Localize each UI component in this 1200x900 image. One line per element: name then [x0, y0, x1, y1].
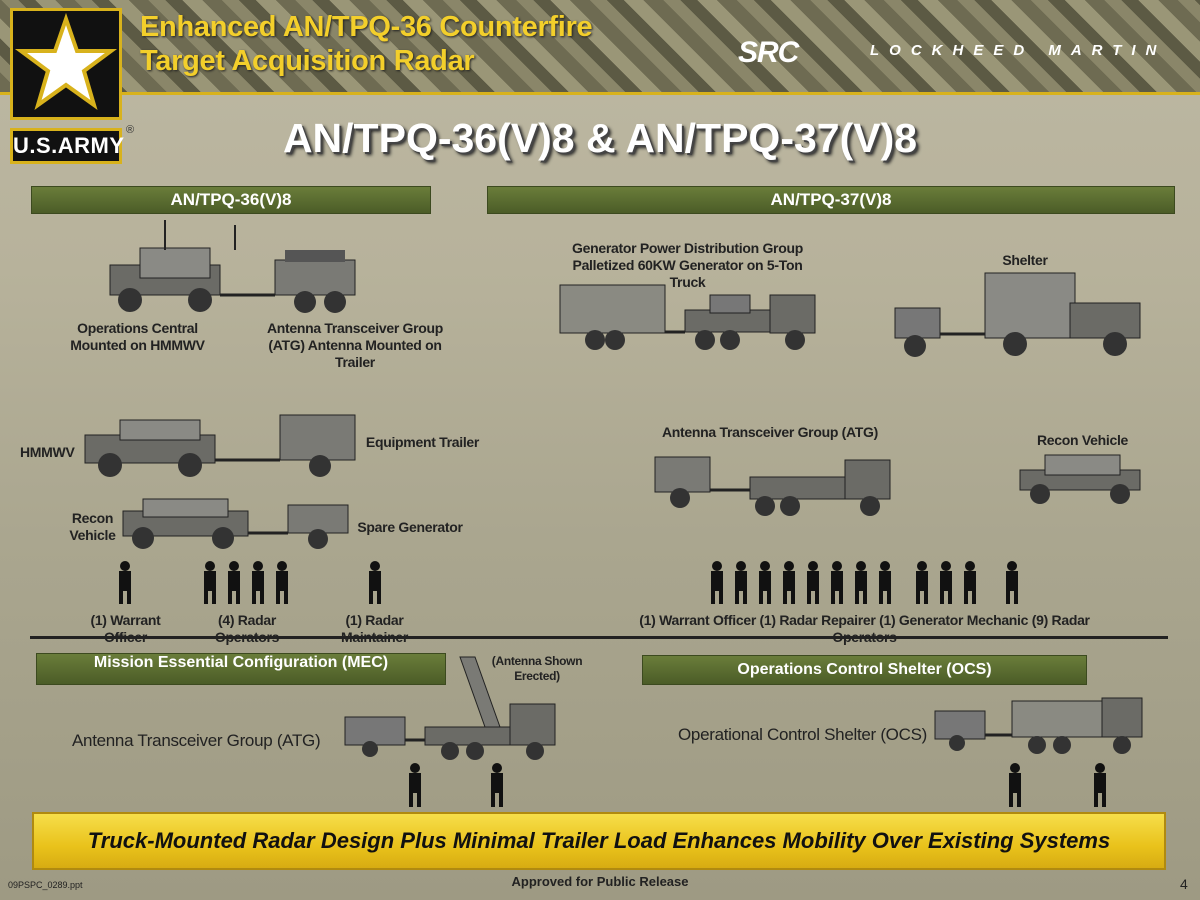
crew-radar-maintainer: (1) Radar Maintainer [340, 612, 408, 645]
label-shelter: Shelter [1002, 252, 1048, 268]
band-ocs: Operations Control Shelter (OCS) [642, 655, 1087, 685]
page-number: 4 [1180, 876, 1188, 892]
soldier-icons-right [711, 561, 1018, 604]
section-divider [30, 636, 1168, 639]
summary-banner: Truck-Mounted Radar Design Plus Minimal … [32, 812, 1166, 870]
slide-header-title: Enhanced AN/TPQ-36 Counterfire Target Ac… [140, 10, 660, 78]
army-star-logo [10, 8, 122, 120]
label-hmmwv: HMMWV [20, 444, 75, 460]
label-equipment-trailer: Equipment Trailer [365, 434, 480, 450]
camo-header [0, 0, 1200, 92]
title-line-1: Enhanced AN/TPQ-36 Counterfire [140, 11, 593, 43]
label-atg-trailer: Antenna Transceiver Group (ATG) Antenna … [266, 320, 444, 370]
antenna-erected-note: (Antenna Shown Erected) [491, 654, 583, 683]
label-atg-mec: Antenna Transceiver Group (ATG) [72, 731, 321, 750]
army-wordmark: U.S.ARMY [10, 128, 124, 164]
registered-mark: ® [126, 124, 135, 136]
soldier-icons-mec [409, 763, 503, 807]
page-title: AN/TPQ-36(V)8 & AN/TPQ-37(V)8 [282, 115, 918, 161]
label-recon-vehicle-left: Recon Vehicle [69, 510, 116, 543]
lockheed-martin-logo: LOCKHEED MARTIN [870, 42, 1167, 59]
footer-filename: 09PSPC_0289.ppt [8, 880, 83, 890]
label-generator-group: Generator Power Distribution Group Palle… [572, 240, 803, 290]
band-tpq37: AN/TPQ-37(V)8 [487, 186, 1175, 214]
label-spare-generator: Spare Generator [357, 519, 463, 535]
shelter-hmmwv-icon [894, 272, 1141, 357]
soldier-icons-left [119, 561, 381, 604]
crew-radar-operators-left: (4) Radar Operators [214, 612, 280, 645]
label-recon-vehicle-right: Recon Vehicle [1036, 432, 1129, 448]
label-ocs: Operational Control Shelter (OCS) [678, 725, 927, 744]
crew-warrant-officer-left: (1) Warrant Officer [90, 612, 161, 645]
recon-vehicle-spare-generator-icon [122, 498, 349, 549]
mec-atg-truck-icon [344, 656, 556, 760]
label-ops-central: Operations Central Mounted on HMMWV [70, 320, 205, 353]
ocs-truck-icon [934, 697, 1143, 754]
atg-truck-icon [654, 456, 891, 516]
header-gold-rule [0, 92, 1200, 95]
src-logo: SRC [738, 36, 799, 69]
generator-truck-icon [559, 284, 816, 350]
crew-list-right: (1) Warrant Officer (1) Radar Repairer (… [639, 612, 1090, 645]
band-mec: Mission Essential Configuration (MEC) [36, 653, 446, 685]
band-tpq36: AN/TPQ-36(V)8 [31, 186, 431, 214]
recon-hmmwv-icon [1019, 454, 1141, 504]
soldier-icons-ocs [1009, 763, 1106, 807]
star-icon [14, 12, 118, 110]
title-line-2: Target Acquisition Radar [140, 45, 475, 77]
label-atg-right: Antenna Transceiver Group (ATG) [661, 424, 879, 440]
hmmwv-with-atg-trailer-icon [109, 220, 356, 313]
hmmwv-equipment-trailer-icon [84, 414, 356, 477]
footer-release-note: Approved for Public Release [511, 874, 689, 889]
